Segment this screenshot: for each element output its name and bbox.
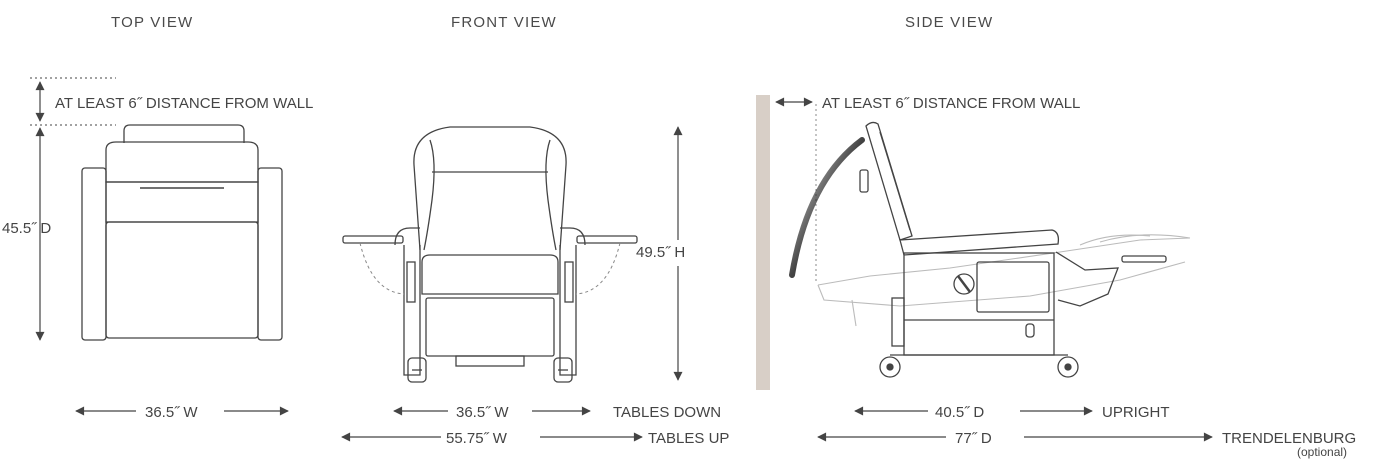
backrest-swing-arc — [789, 137, 865, 278]
wall — [756, 95, 770, 390]
front-width-up-label: 55.75˝ W — [446, 430, 507, 447]
reclined-ghost-outline — [817, 234, 1191, 327]
optional-label: (optional) — [1297, 445, 1348, 459]
front-width-down-label: 36.5˝ W — [456, 404, 509, 421]
tables-down-label: TABLES DOWN — [613, 404, 722, 421]
side-depth-trend-label: 77˝ D — [955, 430, 992, 447]
front-left-table-arc — [359, 242, 405, 295]
top-wall-note: AT LEAST 6˝ DISTANCE FROM WALL — [55, 95, 314, 112]
top-width-label: 36.5˝ W — [145, 404, 198, 421]
top-view-title: TOP VIEW — [111, 14, 194, 31]
front-view-drawing — [342, 126, 638, 383]
top-view-drawing — [30, 77, 283, 341]
upright-label: UPRIGHT — [1102, 404, 1170, 421]
front-right-table-arc — [575, 242, 621, 295]
side-wall-note: AT LEAST 6˝ DISTANCE FROM WALL — [822, 95, 1081, 112]
side-chair-drawing — [859, 121, 1167, 378]
side-depth-upright-label: 40.5˝ D — [935, 404, 985, 421]
tables-up-label: TABLES UP — [648, 430, 730, 447]
side-view-title: SIDE VIEW — [905, 14, 994, 31]
front-height-label: 49.5˝ H — [636, 244, 686, 261]
trendelenburg-label: TRENDELENBURG — [1222, 430, 1357, 447]
front-view-title: FRONT VIEW — [451, 14, 557, 31]
